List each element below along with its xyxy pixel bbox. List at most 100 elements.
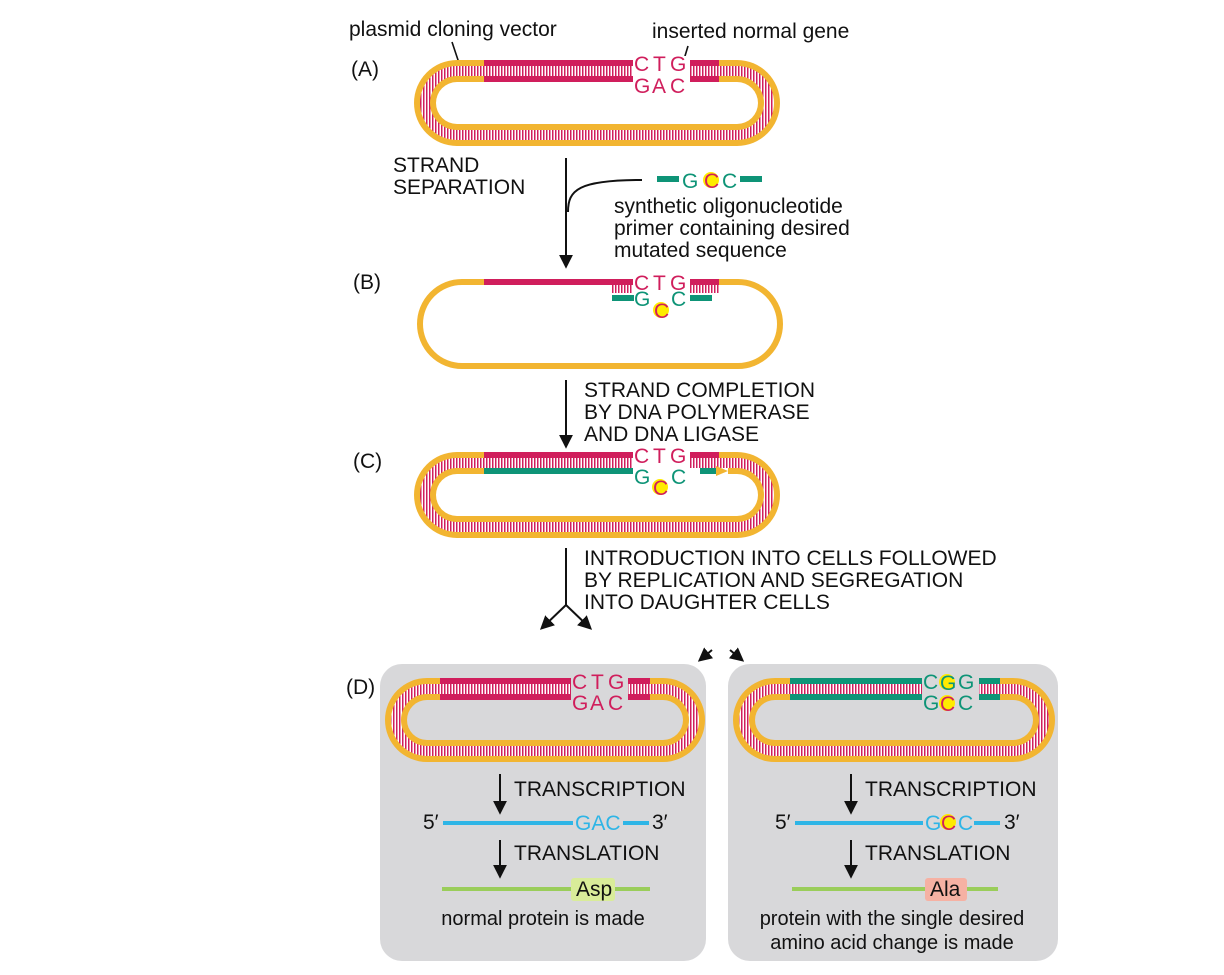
mrna-right-codon-c: C: [958, 812, 973, 835]
codon-d1-bottom-g: G: [572, 692, 588, 715]
codon-b-top-g: G: [670, 272, 686, 295]
codon-d1-bottom-a: A: [590, 692, 604, 715]
protein-left-chain: [442, 887, 650, 891]
codon-b-top-c: C: [634, 272, 649, 295]
codon-d2-bottom-g: G: [923, 692, 939, 715]
mrna-left-codon: GAC: [575, 812, 621, 835]
mrna-right-three-prime: 3′: [1004, 811, 1020, 834]
codon-a-top-c: C: [634, 53, 649, 76]
normal-outcome-caption: normal protein is made: [441, 908, 644, 930]
mutation-d2-bottom-highlight: [939, 695, 955, 711]
primer-left-segment: [657, 176, 679, 182]
mrna-right-codon-c-mutated: C: [941, 812, 956, 835]
plasmid-a: C T G G A C: [414, 53, 780, 146]
ala-residue-highlight: [925, 878, 967, 901]
mrna-left-strand-tail: [623, 821, 649, 825]
panel-a-label: (A): [351, 58, 379, 81]
protein-right-chain: [792, 887, 998, 891]
completion-label-1: STRAND COMPLETION: [584, 379, 815, 402]
insert-a-inner: [484, 76, 719, 82]
codon-a-top-t: T: [653, 53, 666, 76]
codon-d1-top-g: G: [608, 671, 624, 694]
primer-base-g: G: [682, 170, 698, 193]
mrna-left-five-prime: 5′: [423, 811, 439, 834]
primer-base-c-mutated: C: [704, 170, 719, 193]
primer-b-left: [612, 295, 634, 301]
mrna-right-mutation-highlight: [940, 814, 956, 830]
codon-c-top-c: C: [634, 445, 649, 468]
mutant-d2-inner: [790, 694, 1000, 700]
panel-b-label: (B): [353, 271, 381, 294]
insert-b-strand: [484, 279, 719, 285]
outcome-normal-panel: C T G G A C TRANSCRIPTION 5′ GAC 3′ TRAN…: [380, 664, 706, 961]
mrna-right-five-prime: 5′: [775, 811, 791, 834]
codon-c-bottom-g: G: [634, 466, 650, 489]
introduction-arrow-right: [565, 604, 593, 630]
mutation-c-highlight: [652, 479, 668, 495]
separation-label-2: SEPARATION: [393, 176, 525, 199]
introduction-arrow-left: [539, 604, 567, 630]
primer-description-1: synthetic oligonucleotide: [614, 195, 843, 218]
mrna-right-codon-g: G: [925, 812, 941, 835]
mutation-b-highlight: [653, 302, 669, 318]
plasmid-c: C T G G C C: [414, 445, 780, 538]
codon-a-bottom-c: C: [670, 75, 685, 98]
mutant-outcome-caption-1: protein with the single desired: [760, 908, 1025, 930]
codon-c-top-t: T: [653, 445, 666, 468]
mutant-outcome-caption-2: amino acid change is made: [770, 932, 1013, 954]
codon-c-top-g: G: [670, 445, 686, 468]
codon-a-top-g: G: [670, 53, 686, 76]
introduction-label-1: INTRODUCTION INTO CELLS FOLLOWED: [584, 547, 997, 570]
primer-base-c: C: [722, 170, 737, 193]
codon-d2-bottom-c-mutated: C: [940, 693, 955, 716]
asp-residue-label: Asp: [576, 878, 612, 901]
codon-b-bottom-g: G: [634, 288, 650, 311]
codon-a-bottom-g: G: [634, 75, 650, 98]
completion-label-2: BY DNA POLYMERASE: [584, 401, 810, 424]
codon-d1-bottom-c: C: [608, 692, 623, 715]
completion-label-3: AND DNA LIGASE: [584, 423, 759, 446]
translation-label-right: TRANSLATION: [865, 842, 1010, 865]
transcription-label-right: TRANSCRIPTION: [865, 778, 1037, 801]
primer-mutation-highlight: [703, 172, 719, 188]
polymerase-direction-arrow: [716, 466, 728, 476]
mutant-c-inner: [484, 468, 719, 474]
translation-label-left: TRANSLATION: [514, 842, 659, 865]
codon-d2-top-g: G: [958, 671, 974, 694]
panel-c-label: (C): [353, 450, 382, 473]
insert-d1-outer: [440, 678, 650, 684]
codon-d1-top-c: C: [572, 671, 587, 694]
introduction-label-3: INTO DAUGHTER CELLS: [584, 591, 830, 614]
insert-d1-inner: [440, 694, 650, 700]
separation-label-1: STRAND: [393, 154, 479, 177]
outcome-mutant-panel: C G G G C C TRANSCRIPTION 5′ G C C 3′ TR…: [728, 664, 1058, 961]
mrna-left-strand: [443, 821, 573, 825]
daughter-arrow-left: [697, 647, 714, 662]
insert-label: inserted normal gene: [652, 20, 849, 43]
primer-description-2: primer containing desired: [614, 217, 850, 240]
vector-label: plasmid cloning vector: [349, 18, 557, 41]
codon-a-bottom-a: A: [652, 75, 666, 98]
codon-b-top-t: T: [653, 272, 666, 295]
ala-residue-label: Ala: [930, 878, 961, 901]
transcription-label-left: TRANSCRIPTION: [514, 778, 686, 801]
codon-d2-top-c: C: [923, 671, 938, 694]
primer-join-line: [567, 179, 643, 213]
introduction-label-2: BY REPLICATION AND SEGREGATION: [584, 569, 963, 592]
insert-c-outer: [484, 452, 719, 458]
panel-d-label: (D): [346, 676, 375, 699]
primer-description-3: mutated sequence: [614, 239, 787, 262]
primer-b-right: [690, 295, 712, 301]
codon-c-bottom-c: C: [671, 466, 686, 489]
asp-residue-highlight: [571, 878, 615, 901]
mrna-right-strand: [795, 821, 923, 825]
codon-c-bottom-c-mutated: C: [653, 477, 668, 500]
plasmid-b-single-strand: [417, 279, 783, 369]
mrna-left-three-prime: 3′: [652, 811, 668, 834]
codon-d1-top-t: T: [591, 671, 604, 694]
primer-right-segment: [740, 176, 762, 182]
mrna-right-strand-tail: [974, 821, 1000, 825]
daughter-arrow-right: [728, 647, 745, 662]
